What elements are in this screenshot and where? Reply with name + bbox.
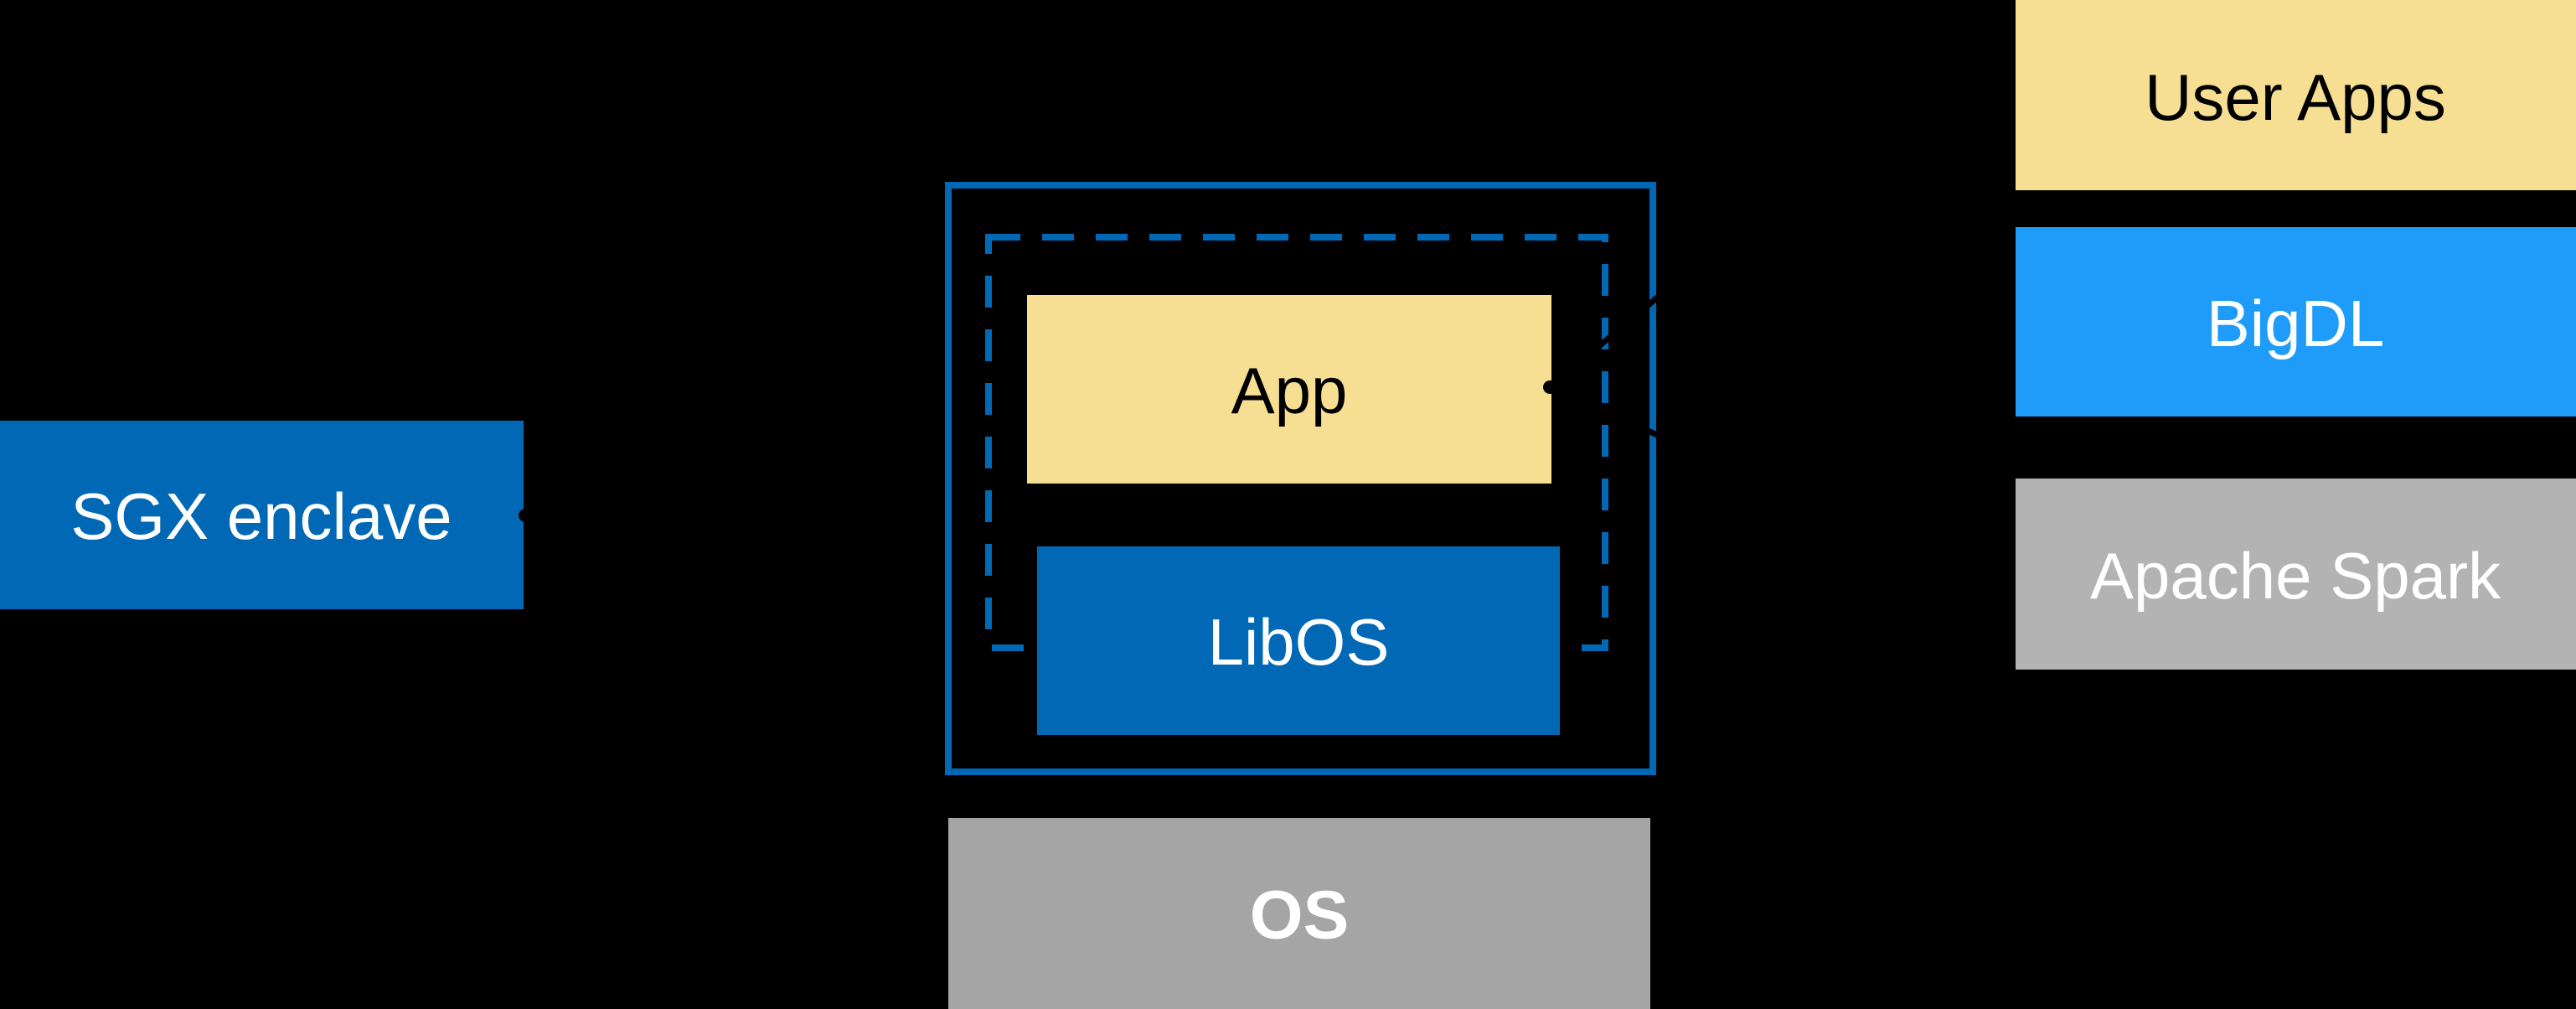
os-box (948, 818, 1650, 1009)
host-process-border (945, 182, 1656, 775)
user-apps-box (2016, 0, 2576, 190)
bigdl-node: BigDL (2016, 227, 2576, 417)
sgx-enclave-node: SGX enclave (0, 421, 524, 609)
os-label: OS (1250, 877, 1349, 954)
apache-spark-box (2016, 479, 2576, 670)
libos-node: LibOS (1037, 546, 1560, 735)
sgx-enclave-label: SGX enclave (70, 479, 452, 553)
stack-to-app-connector (1543, 4, 2016, 597)
bigdl-box (2016, 227, 2576, 417)
app-label: App (1231, 354, 1348, 427)
stack-to-app-connector-lower-line (1548, 384, 2016, 597)
stack-to-app-connector-dot (1543, 380, 1556, 394)
sgx-enclave-connector (519, 509, 983, 522)
app-box (1027, 295, 1551, 484)
stack-to-app-connector-upper-line (1547, 4, 2009, 390)
software-stack: User Apps BigDL Apache Spark (2016, 0, 2576, 670)
enclave-dashed-border (985, 234, 1608, 651)
libos-box (1037, 546, 1560, 735)
apache-spark-label: Apache Spark (2090, 539, 2501, 613)
os-node: OS (948, 818, 1650, 1009)
user-apps-node: User Apps (2016, 0, 2576, 190)
app-node: App (1027, 295, 1551, 484)
apache-spark-node: Apache Spark (2016, 479, 2576, 670)
user-apps-label: User Apps (2145, 60, 2446, 134)
sgx-enclave-connector-dot (519, 509, 532, 522)
bigdl-label: BigDL (2207, 287, 2384, 360)
sgx-enclave-box (0, 421, 524, 609)
libos-label: LibOS (1208, 605, 1390, 679)
